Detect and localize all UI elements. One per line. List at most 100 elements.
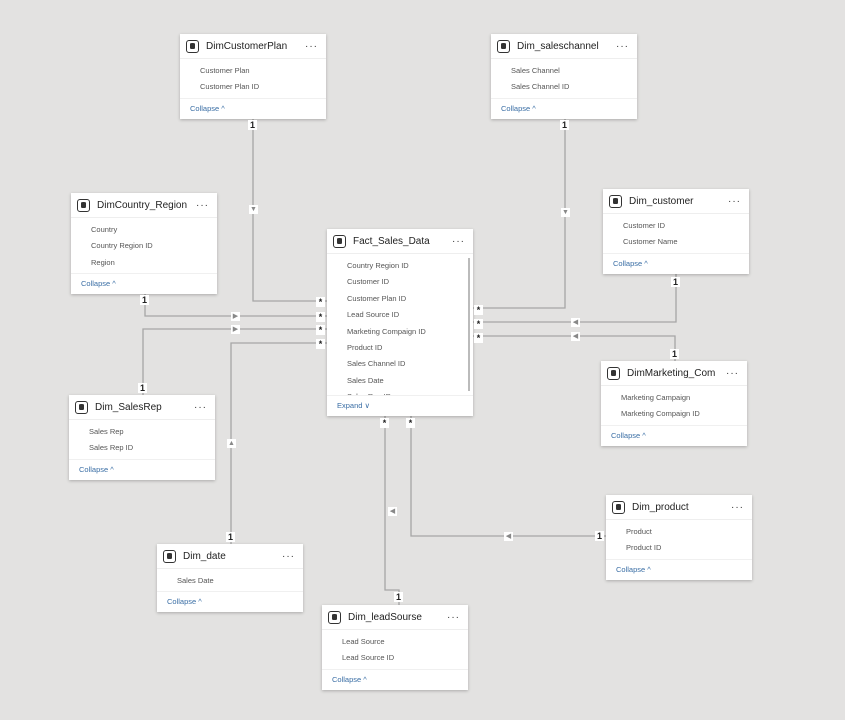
collapse-button[interactable]: Collapse ^ <box>157 591 303 612</box>
more-options-icon[interactable]: ··· <box>726 367 739 379</box>
table-title: DimCountry_Region <box>97 199 188 211</box>
field-item[interactable]: Marketing Campaign <box>621 393 691 402</box>
filter-direction-icon: ▼ <box>249 205 258 214</box>
table-header[interactable]: DimMarketing_Com ··· <box>601 361 747 386</box>
field-item[interactable]: Product ID <box>626 543 662 553</box>
collapse-button[interactable]: Collapse ^ <box>603 252 749 274</box>
field-item[interactable]: Customer ID <box>347 277 390 287</box>
collapse-button[interactable]: Collapse ^ <box>71 273 217 294</box>
more-options-icon[interactable]: ··· <box>196 199 209 211</box>
table-header[interactable]: DimCountry_Region ··· <box>71 193 217 218</box>
more-options-icon[interactable]: ··· <box>194 401 207 413</box>
field-item[interactable]: Region <box>91 257 115 267</box>
cardinality-many: * <box>316 339 325 349</box>
cardinality-many: * <box>474 333 483 343</box>
table-icon <box>75 400 88 414</box>
field-item[interactable]: Sales Rep <box>89 427 124 436</box>
relationship-line[interactable] <box>142 328 327 395</box>
field-item[interactable]: Country Region ID <box>91 241 153 251</box>
field-item[interactable]: Customer Plan ID <box>347 293 407 303</box>
relationship-line[interactable] <box>473 114 566 309</box>
table-icon <box>609 194 622 208</box>
table-card-dim_date[interactable]: Dim_date ··· Sales Date Collapse ^ <box>157 544 303 613</box>
table-title: Dim_saleschannel <box>517 40 599 52</box>
field-item[interactable]: Sales Channel <box>511 66 560 75</box>
field-item[interactable]: Product <box>626 527 652 536</box>
field-item[interactable]: Sales Rep ID <box>89 443 134 453</box>
field-item[interactable]: Sales Channel ID <box>347 359 406 369</box>
field-list: Customer ID Customer Name <box>603 214 749 253</box>
relationship-line[interactable] <box>410 415 606 537</box>
cardinality-one: 1 <box>671 277 680 287</box>
cardinality-one: 1 <box>248 120 257 130</box>
table-icon <box>607 366 620 380</box>
scrollbar[interactable] <box>468 258 470 391</box>
field-item[interactable]: Customer ID <box>623 221 666 230</box>
field-item[interactable]: Sales Date <box>177 576 214 585</box>
collapse-button[interactable]: Collapse ^ <box>491 97 637 119</box>
field-item[interactable]: Sales Channel ID <box>511 82 570 92</box>
table-title: Fact_Sales_Data <box>353 235 430 247</box>
table-icon <box>333 234 346 248</box>
field-item[interactable]: Sales Date <box>347 375 384 385</box>
field-item[interactable]: Lead Source ID <box>347 310 400 320</box>
relationship-line[interactable] <box>252 114 327 302</box>
field-item[interactable]: Customer Name <box>623 237 678 247</box>
more-options-icon[interactable]: ··· <box>452 235 465 247</box>
field-item[interactable]: Marketing Compaign ID <box>347 326 426 336</box>
more-options-icon[interactable]: ··· <box>282 550 295 562</box>
collapse-button[interactable]: Collapse ^ <box>180 97 326 119</box>
more-options-icon[interactable]: ··· <box>731 501 744 513</box>
more-options-icon[interactable]: ··· <box>305 40 318 52</box>
field-item[interactable]: Marketing Compaign ID <box>621 409 700 419</box>
table-header[interactable]: Dim_product ··· <box>606 495 752 520</box>
relationship-line[interactable] <box>473 269 677 323</box>
relationship-line[interactable] <box>230 342 327 544</box>
field-item[interactable]: Country Region ID <box>347 261 409 270</box>
collapse-button[interactable]: Collapse ^ <box>606 558 752 580</box>
more-options-icon[interactable]: ··· <box>447 611 460 623</box>
table-header[interactable]: DimCustomerPlan ··· <box>180 34 326 59</box>
table-title: DimCustomerPlan <box>206 40 288 52</box>
table-header[interactable]: Dim_customer ··· <box>603 189 749 214</box>
cardinality-many: * <box>474 319 483 329</box>
table-header[interactable]: Dim_leadSourse ··· <box>322 605 468 630</box>
table-title: DimMarketing_Com <box>627 367 716 379</box>
field-item[interactable]: Lead Source ID <box>342 653 395 663</box>
expand-button[interactable]: Expand ∨ <box>327 395 473 416</box>
collapse-button[interactable]: Collapse ^ <box>69 458 215 480</box>
more-options-icon[interactable]: ··· <box>728 195 741 207</box>
field-item[interactable]: Product ID <box>347 342 383 352</box>
cardinality-many: * <box>316 325 325 335</box>
table-card-fact_sales_data[interactable]: Fact_Sales_Data ··· Country Region ID Cus… <box>327 229 473 416</box>
table-header[interactable]: Fact_Sales_Data ··· <box>327 229 473 254</box>
field-list[interactable]: Country Region ID Customer ID Customer Pla… <box>327 254 473 395</box>
filter-direction-icon: ◀ <box>504 532 513 541</box>
field-item[interactable]: Customer Plan <box>200 66 250 75</box>
table-header[interactable]: Dim_saleschannel ··· <box>491 34 637 59</box>
table-header[interactable]: Dim_SalesRep ··· <box>69 395 215 420</box>
cardinality-many: * <box>316 297 325 307</box>
field-item[interactable]: Lead Source <box>342 637 385 646</box>
table-header[interactable]: Dim_date ··· <box>157 544 303 569</box>
more-options-icon[interactable]: ··· <box>616 40 629 52</box>
field-item[interactable]: Sales Rep ID <box>327 389 473 395</box>
collapse-button[interactable]: Collapse ^ <box>601 424 747 446</box>
field-item[interactable]: Country <box>91 225 118 234</box>
filter-direction-icon: ▼ <box>561 208 570 217</box>
collapse-button[interactable]: Collapse ^ <box>322 668 468 690</box>
filter-direction-icon: ◀ <box>571 318 580 327</box>
table-card-dim_customer[interactable]: Dim_customer ··· Customer ID Customer Nam… <box>603 189 749 274</box>
field-item[interactable]: Customer Plan ID <box>200 82 260 92</box>
